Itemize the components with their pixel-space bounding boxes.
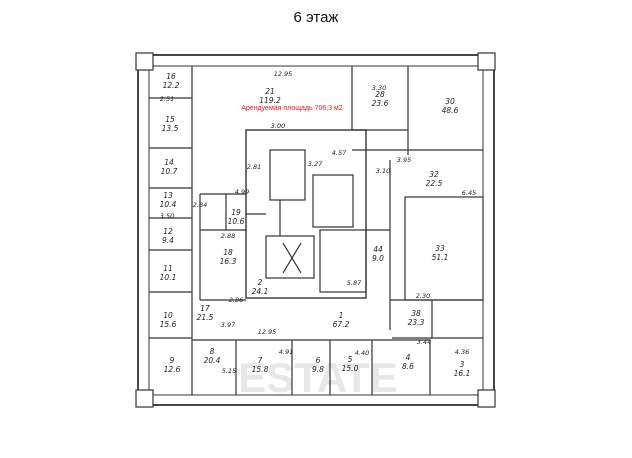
room-number: 18: [223, 248, 233, 257]
room-area: 21.5: [197, 313, 214, 322]
room-number: 1: [339, 311, 344, 320]
room-number: 3: [460, 360, 465, 369]
room-area: 10.4: [160, 200, 177, 209]
room-number: 4: [406, 353, 411, 362]
dimension-label: 4.36: [455, 348, 469, 356]
dimension-label: 12.95: [274, 70, 293, 78]
inner-wall: [148, 65, 484, 396]
dimension-label: 3.30: [372, 84, 386, 92]
dimension-label: 6.45: [462, 189, 476, 197]
room-number: 7: [258, 356, 263, 365]
dimension-label: 5.15: [222, 367, 236, 375]
dimension-label: 3.50: [160, 212, 174, 220]
room-area: 9.4: [162, 236, 174, 245]
room-number: 14: [164, 158, 174, 167]
dimension-label: 3.00: [271, 122, 285, 130]
room-number: 33: [435, 244, 445, 253]
dimension-label: 3.44: [417, 338, 431, 346]
room-number: 17: [200, 304, 210, 313]
dimension-label: 5.87: [347, 279, 362, 287]
room-area: 16.3: [220, 257, 237, 266]
room-number: 5: [348, 355, 353, 364]
dimension-label: 2.88: [221, 232, 235, 240]
corner-column: [135, 52, 154, 71]
room-area: 22.5: [426, 179, 443, 188]
room-number: 11: [163, 264, 173, 273]
room-number: 6: [316, 356, 321, 365]
watermark: ESTATE: [238, 354, 397, 401]
corner-column: [477, 389, 496, 408]
dimension-label: 4.57: [332, 149, 347, 157]
room-number: 19: [231, 208, 241, 217]
room-area: 8.6: [402, 362, 414, 371]
rent-area-note: Арендуемая площадь 706,3 м2: [241, 105, 343, 112]
room-number: 10: [163, 311, 173, 320]
room-area: 15.6: [160, 320, 177, 329]
room-area: 10.6: [228, 217, 245, 226]
room-area: 12.2: [163, 81, 180, 90]
room-number: 13: [163, 191, 173, 200]
room-number: 16: [166, 72, 176, 81]
dimension-label: 4.40: [355, 349, 369, 357]
room-number: 30: [445, 97, 455, 106]
room-area: 13.5: [162, 124, 179, 133]
room-area: 23.3: [408, 318, 425, 327]
room-number: 38: [411, 309, 421, 318]
room-area: 12.6: [164, 365, 181, 374]
dimension-label: 3.10: [376, 167, 390, 175]
corner-column: [477, 52, 496, 71]
dimension-label: 2.86: [229, 296, 243, 304]
room-number: 28: [375, 90, 385, 99]
dimension-label: 2.84: [193, 201, 207, 209]
room-area: 20.4: [204, 356, 221, 365]
corner-column: [135, 389, 154, 408]
room-area: 9.0: [372, 254, 384, 263]
dimension-label: 2.51: [160, 95, 174, 103]
room-area: 51.1: [432, 253, 449, 262]
room-area: 119.2: [259, 96, 281, 105]
outer-wall: [137, 54, 495, 406]
dimension-label: 2.81: [247, 163, 261, 171]
room-area: 10.7: [161, 167, 178, 176]
dimension-label: 3.27: [308, 160, 323, 168]
room-number: 12: [163, 227, 173, 236]
room-number: 8: [210, 347, 215, 356]
room-number: 2: [258, 278, 263, 287]
room-area: 15.8: [252, 365, 269, 374]
room-area: 23.6: [372, 99, 389, 108]
room-area: 9.8: [312, 365, 324, 374]
room-number: 9: [170, 356, 175, 365]
page-title: 6 этаж: [293, 9, 339, 26]
room-number: 21: [265, 87, 275, 96]
room-area: 24.1: [252, 287, 269, 296]
room-area: 15.0: [342, 364, 359, 373]
room-area: 10.1: [160, 273, 177, 282]
dimension-label: 3.97: [221, 321, 236, 329]
dimension-label: 2.30: [416, 292, 430, 300]
room-number: 15: [165, 115, 175, 124]
dimension-label: 12.95: [258, 328, 277, 336]
room-area: 67.2: [333, 320, 350, 329]
room-number: 32: [429, 170, 439, 179]
dimension-label: 3.95: [397, 156, 411, 164]
room-area: 48.6: [442, 106, 459, 115]
room-area: 16.1: [454, 369, 471, 378]
dimension-label: 4.99: [235, 188, 249, 196]
room-number: 44: [373, 245, 383, 254]
dimension-label: 4.91: [279, 348, 293, 356]
